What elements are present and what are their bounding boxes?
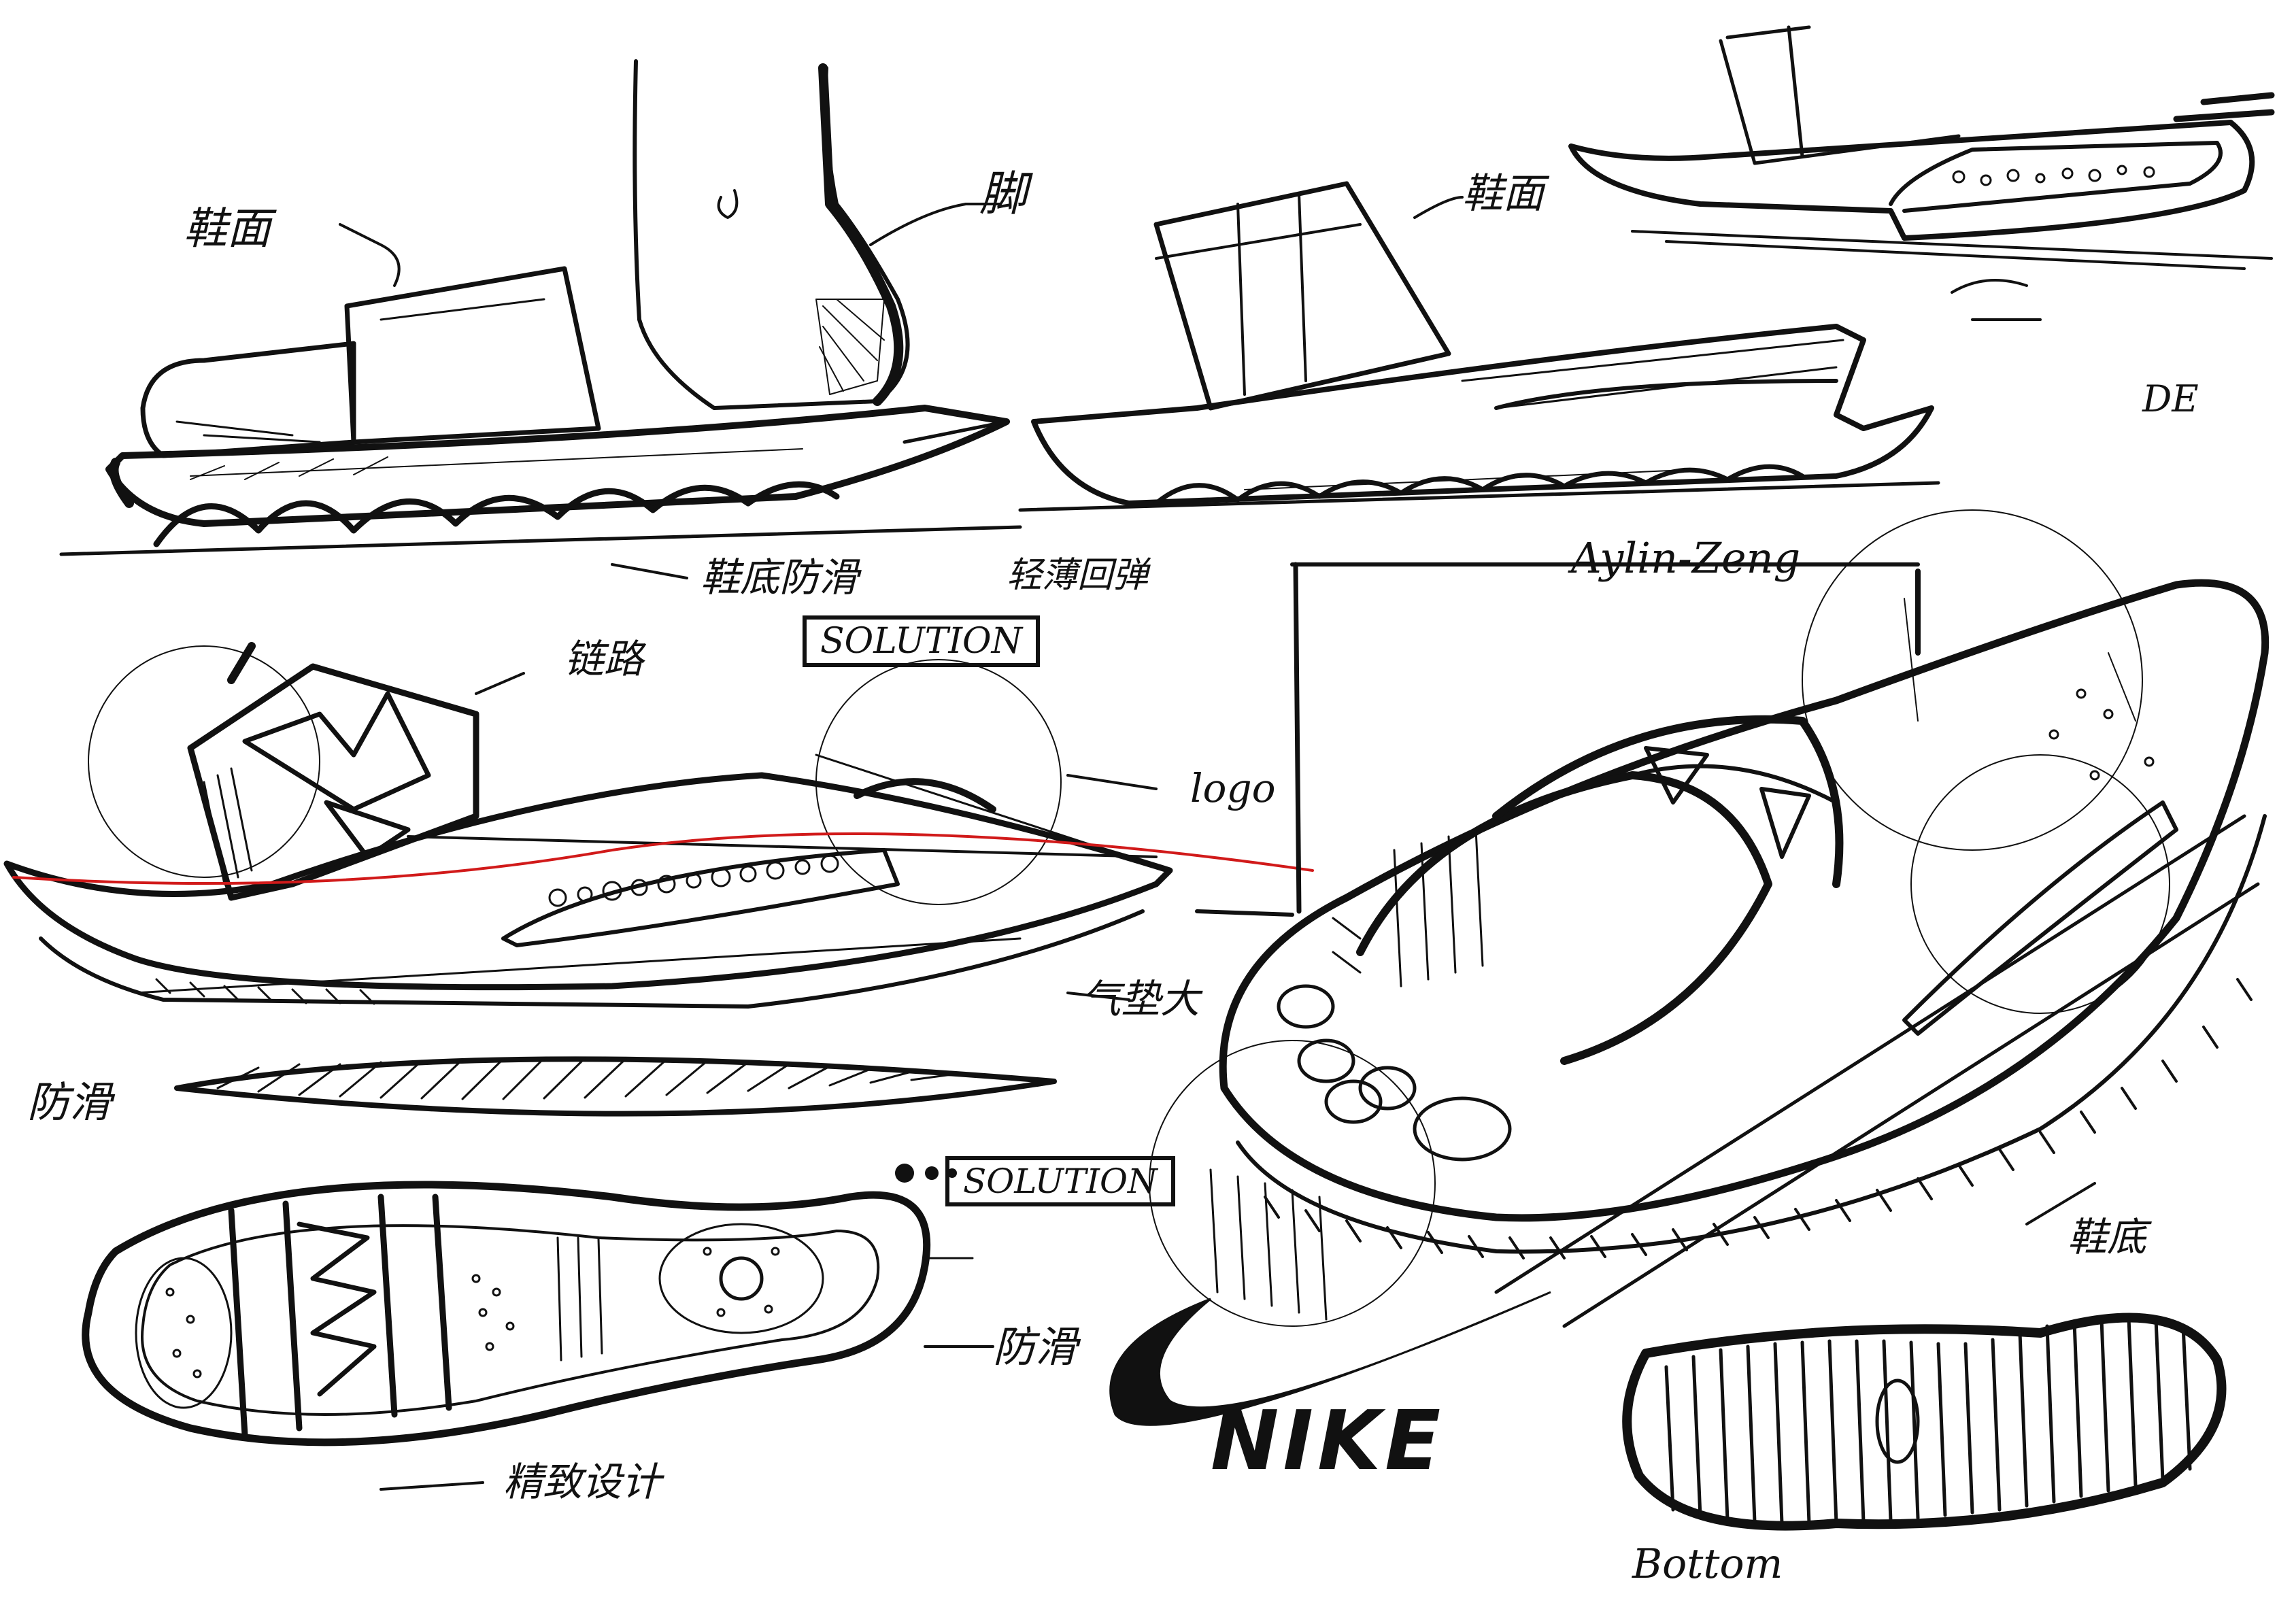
ink-dot — [947, 1168, 957, 1178]
label-solution-mid: SOLUTION — [945, 1156, 1175, 1206]
label-foot: 脚 — [979, 166, 1027, 222]
label-sole-grip-b: 轻薄回弹 — [1007, 555, 1149, 596]
swoosh-logo-icon — [1109, 1291, 1551, 1426]
designer-signature: Aylin-Zeng — [1571, 533, 1801, 583]
label-bottom-left: 精致设计 — [503, 1459, 662, 1505]
label-sole-grip: 鞋底防滑 — [701, 554, 859, 600]
sole-section-profile — [174, 1056, 1057, 1117]
label-outsole: Bottom — [1632, 1540, 1783, 1588]
ink-dot — [895, 1164, 914, 1183]
label-strap: 链路 — [564, 636, 644, 682]
label-upper-mid: 鞋面 — [1462, 170, 1544, 218]
side-view-slide-with-foot — [59, 59, 1022, 556]
label-side-left: 防滑 — [27, 1077, 112, 1127]
top-view-insole — [82, 1181, 974, 1447]
label-cushion: 气垫大 — [1081, 976, 1200, 1022]
label-upper-left: 鞋面 — [184, 204, 271, 254]
label-right-lower: 鞋底 — [2068, 1214, 2147, 1260]
side-view-slide-top-right — [1568, 25, 2275, 270]
label-bottom-mid: 防滑 — [993, 1322, 1078, 1372]
side-view-main-slide — [3, 642, 1173, 1009]
perspective-view-slide — [1149, 509, 2270, 1328]
annotation-arrows — [339, 196, 2096, 1491]
label-swoosh-note: logo — [1190, 765, 1276, 811]
label-side-right: DE — [2142, 377, 2199, 420]
label-solution-top: SOLUTION — [803, 615, 1041, 667]
ink-dot — [925, 1166, 939, 1180]
side-view-slide-mid — [1018, 181, 1940, 512]
red-curve-line — [12, 832, 1314, 885]
brand-logo-text: NIKE — [1211, 1394, 1445, 1489]
outsole-tread-view — [1622, 1313, 2227, 1531]
